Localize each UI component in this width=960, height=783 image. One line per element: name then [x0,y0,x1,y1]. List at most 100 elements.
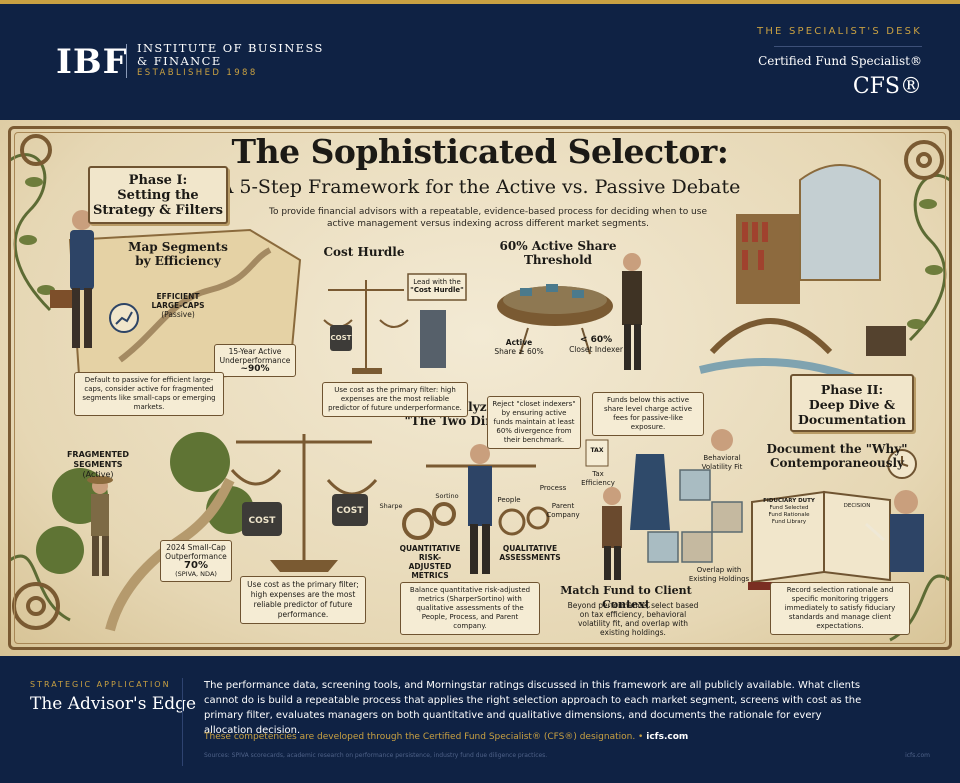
small-cap-value: 70% [184,560,208,571]
quant-line-2: RISK-ADJUSTED [408,553,452,571]
funds-below-note: Funds below this active share level char… [592,392,704,436]
institute-name: INSTITUTE OF BUSINESS & FINANCE [137,42,324,68]
document-why-heading: Document the "Why" Contemporaneously [762,442,912,470]
underperf-value: ~90% [240,364,270,374]
phase-2-banner: Phase II: Deep Dive & Documentation [790,374,914,432]
small-cap-outperformance-sign: 2024 Small-Cap Outperformance 70% (SPIVA… [160,540,232,582]
specialist-desk-label: THE SPECIALIST'S DESK [757,26,922,37]
qual-line-2: ASSESSMENTS [499,553,561,562]
cost-weight-left-label: COST [248,516,276,526]
qualitative-assessments-label: QUALITATIVE ASSESSMENTS [498,544,562,562]
efficient-line-2: LARGE-CAPS [151,301,205,310]
match-fund-heading: Match Fund to Client Context [560,584,692,611]
advisor-figure-match [602,487,622,580]
map-heading-line-2: by Efficiency [135,254,221,268]
designation-cta: These competencies are developed through… [204,732,688,742]
cost-hurdle-sign: Lead with the "Cost Hurdle" [410,278,464,294]
quant-gears [402,502,456,540]
active-share-label: Active Share ≥ 60% [492,338,546,356]
footer: STRATEGIC APPLICATION The Advisor's Edge… [0,656,960,783]
quantitative-metrics-label: QUANTITATIVE RISK-ADJUSTED METRICS [398,544,462,580]
cost-weight-upper-label: COST [330,334,352,342]
active-share-heading: 60% Active Share Threshold [498,239,618,267]
small-cap-line-2: Outperformance [165,552,227,561]
infographic-panel: The Sophisticated Selector: A 5-Step Fra… [0,120,960,656]
phase-2-line-2: Deep Dive & [808,397,896,412]
closet-line-2: Closet Indexer [569,345,623,354]
phase-1-line-1: Phase I: [128,173,188,188]
closet-line-1: < 60% [579,335,613,345]
header: IBF INSTITUTE OF BUSINESS & FINANCE ESTA… [0,4,960,120]
arched-window [799,164,881,281]
tollbooth [420,310,446,368]
cost-predictor-note: Use cost as the primary filter; high exp… [240,576,366,624]
infographic-title: The Sophisticated Selector: [231,132,729,171]
doc-heading-line-2: Contemporaneously [769,456,905,470]
tax-document-icon [585,439,609,467]
ibf-logo[interactable]: IBF [56,42,128,82]
explorer-figure [87,476,113,576]
advisor-figure-share [622,253,642,370]
book-line-4: Fund Library [771,519,807,525]
infographic-subtitle: A 5-Step Framework for the Active vs. Pa… [219,176,741,198]
book-line-2: Fund Selected [769,505,809,511]
cost-scale-lower [230,434,378,560]
efficient-line-3: (Passive) [161,310,195,319]
cost-scale-upper [323,280,409,370]
cost-weight-upper [330,325,352,351]
puzzle-pieces [647,469,743,563]
footer-url[interactable]: icfs.com [905,752,930,759]
vol-line-1: Behavioral [703,454,741,462]
cost-sign-line-2: "Cost Hurdle" [410,286,464,294]
fragmented-segments-label: FRAGMENTED SEGMENTS (Active) [60,450,136,480]
people-label: People [497,496,521,504]
underperformance-sign: 15-Year Active Underperformance ~90% [214,344,296,377]
icfs-link[interactable]: icfs.com [646,732,689,742]
phase-1-line-2: Setting the [117,188,199,203]
fragmented-line-1: FRAGMENTED [66,450,130,459]
default-passive-note: Default to passive for efficient large-c… [74,372,224,416]
advisors-edge-title: The Advisor's Edge [30,694,197,714]
tax-efficiency-label: Tax Efficiency [572,470,624,488]
phase-2-line-3: Documentation [798,412,906,427]
two-dimensions-figure [426,444,536,574]
reject-closet-indexers-note: Reject "closet indexers" by ensuring act… [487,396,581,449]
efficient-line-1: EFFICIENT [156,292,200,301]
desk-divider [774,46,922,47]
overlap-line-1: Overlap with [696,566,742,574]
qual-line-1: QUALITATIVE [502,544,558,553]
map-heading-line-1: Map Segments [128,240,228,254]
sharpe-label: Sharpe [379,502,403,510]
cost-hurdle-heading: Cost Hurdle [323,245,405,259]
cost-weight-left [242,502,282,536]
overlap-line-2: Existing Holdings [688,575,750,583]
phase-2-line-1: Phase II: [820,382,884,397]
tax-line-1: Tax [592,470,604,478]
cost-sign-line-1: Lead with the [413,278,461,286]
small-cap-source: (SPIVA, NDA) [175,570,217,578]
underperf-line-2: Underperformance [219,356,291,365]
behavioral-volatility-label: Behavioral Volatility Fit [690,454,754,472]
doc-heading-line-1: Document the "Why" [766,442,908,456]
active-line-2: Share ≥ 60% [494,347,544,356]
efficient-large-caps-label: EFFICIENT LARGE-CAPS (Passive) [138,292,218,319]
institute-line-2: & FINANCE [137,54,222,68]
map-segments-heading: Map Segments by Efficiency [118,240,238,268]
cost-weight-right-label: COST [336,506,364,516]
chart-icon [109,303,139,333]
designation-full: Certified Fund Specialist® [758,54,922,68]
phase-1-line-3: Strategy & Filters [93,203,223,218]
brain-icon [711,429,733,451]
small-cap-line-1: 2024 Small-Cap [166,543,226,552]
logo-divider [126,44,127,78]
bridge [709,318,833,355]
parent-line-1: Parent [551,502,575,510]
phase-1-banner: Phase I: Setting the Strategy & Filters [88,166,228,224]
parent-company-label: Parent Company [546,502,580,520]
quant-line-3: METRICS [411,571,449,580]
book-line-1: FIDUCIARY DUTY [763,498,815,504]
balance-metrics-note: Balance quantitative risk-adjusted metri… [400,582,540,635]
tax-line-2: Efficiency [581,479,615,487]
sources-text: Sources: SPIVA scorecards, academic rese… [204,752,548,759]
match-fund-note: Beyond performance, select based on tax … [567,601,699,637]
